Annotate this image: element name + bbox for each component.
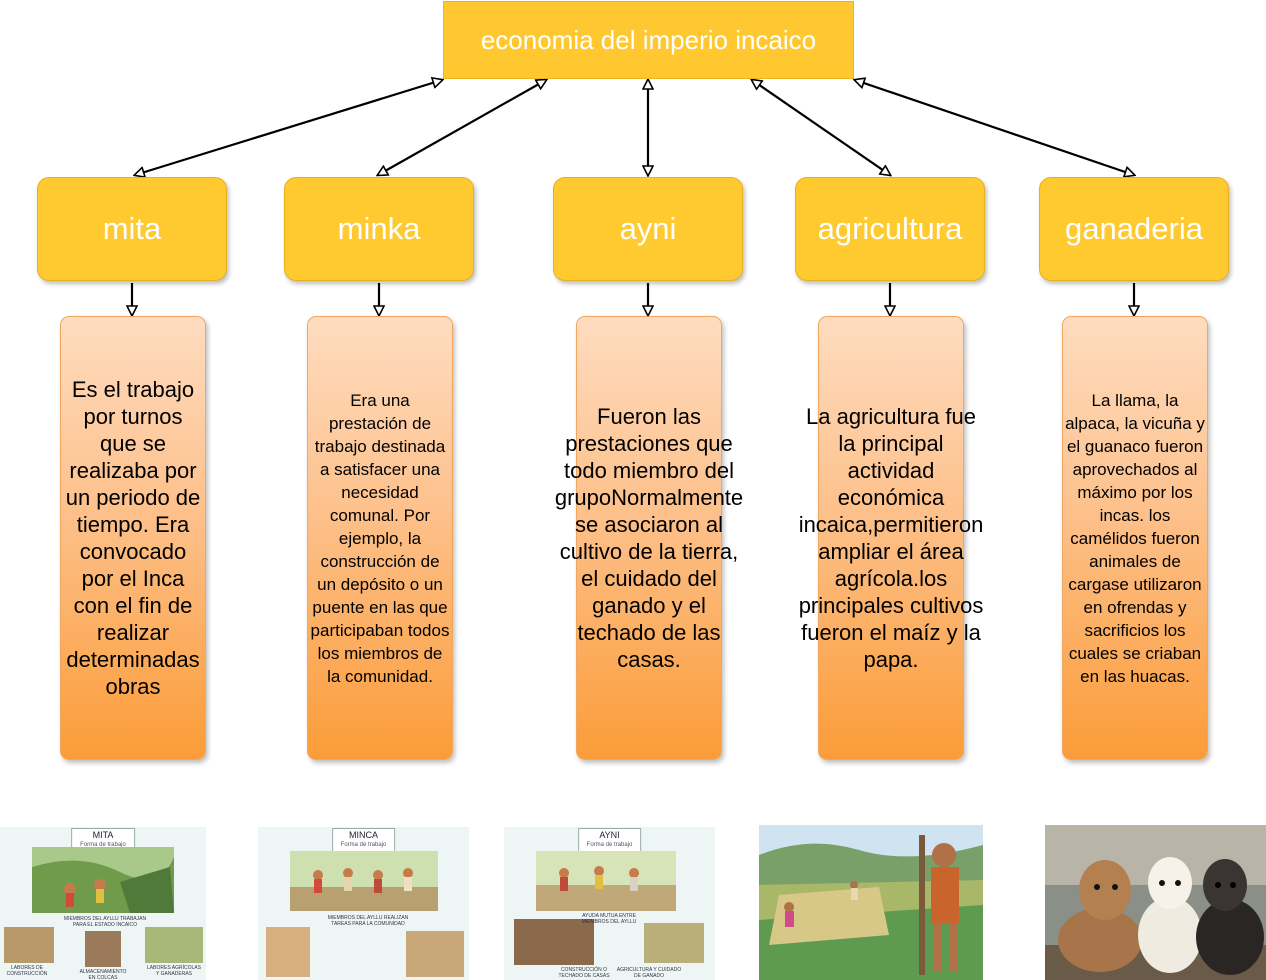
mita-infographic-sub3: LABORES AGRÍCOLAS Y GANADERAS — [147, 965, 201, 977]
node-mita-label: mita — [102, 211, 162, 246]
connector-root-ganaderia — [855, 80, 1134, 175]
node-minka-label: minka — [337, 211, 421, 246]
desc-ayni-text: Fueron las prestaciones que todo miembro… — [554, 404, 744, 672]
desc-agricultura-text: La agricultura fue la principal activida… — [798, 404, 984, 672]
minca-infographic-caption: MIEMBROS DEL AYLLU REALIZAN TAREAS PARA … — [327, 915, 409, 927]
node-ayni-label: ayni — [619, 211, 677, 246]
desc-ayni: Fueron las prestaciones que todo miembro… — [555, 316, 743, 760]
minca-infographic-art — [266, 851, 464, 977]
node-mita: mita — [37, 177, 227, 281]
ayni-infographic-sub2: AGRICULTURA Y CUIDADO DE GANADO — [616, 967, 682, 979]
node-ganaderia-label: ganaderia — [1065, 211, 1203, 246]
desc-mita-text: Es el trabajo por turnos que se realizab… — [65, 377, 201, 699]
desc-mita: Es el trabajo por turnos que se realizab… — [60, 316, 206, 760]
desc-agricultura: La agricultura fue la principal activida… — [799, 316, 983, 760]
desc-minka-text: Era una prestación de trabajo destinada … — [310, 390, 450, 686]
mita-infographic-sub1: LABORES DE CONSTRUCCIÓN — [6, 965, 48, 977]
ayni-infographic-caption: AYUDA MUTUA ENTRE MIEMBROS DEL AYLLU — [581, 913, 637, 925]
agricultura-illustration-art — [759, 825, 983, 980]
node-agricultura: agricultura — [795, 177, 985, 281]
root-node: economia del imperio incaico — [443, 1, 854, 79]
alpacas-photo-image — [1045, 825, 1266, 980]
alpacas-photo-art — [1045, 825, 1266, 980]
mita-infographic-art — [4, 847, 203, 967]
ayni-infographic-sub1: CONSTRUCCIÓN O TECHADO DE CASAS — [558, 967, 610, 979]
node-agricultura-label: agricultura — [817, 211, 963, 246]
ayni-infographic-art — [514, 851, 704, 965]
connector-root-agricultura — [752, 80, 890, 175]
node-ayni: ayni — [553, 177, 743, 281]
desc-ganaderia: La llama, la alpaca, la vicuña y el guan… — [1062, 316, 1208, 760]
connector-root-mita — [135, 80, 442, 175]
root-label: economia del imperio incaico — [480, 24, 817, 55]
node-minka: minka — [284, 177, 474, 281]
desc-ganaderia-text: La llama, la alpaca, la vicuña y el guan… — [1065, 390, 1205, 686]
agricultura-illustration-image — [759, 825, 983, 980]
connector-root-minka — [378, 80, 546, 175]
mita-infographic-sub2: ALMACENAMIENTO EN COLCAS — [79, 969, 127, 980]
node-ganaderia: ganaderia — [1039, 177, 1229, 281]
desc-minka: Era una prestación de trabajo destinada … — [307, 316, 453, 760]
mita-infographic-caption: MIEMBROS DEL AYLLU TRABAJAN PARA EL ESTA… — [63, 916, 147, 928]
